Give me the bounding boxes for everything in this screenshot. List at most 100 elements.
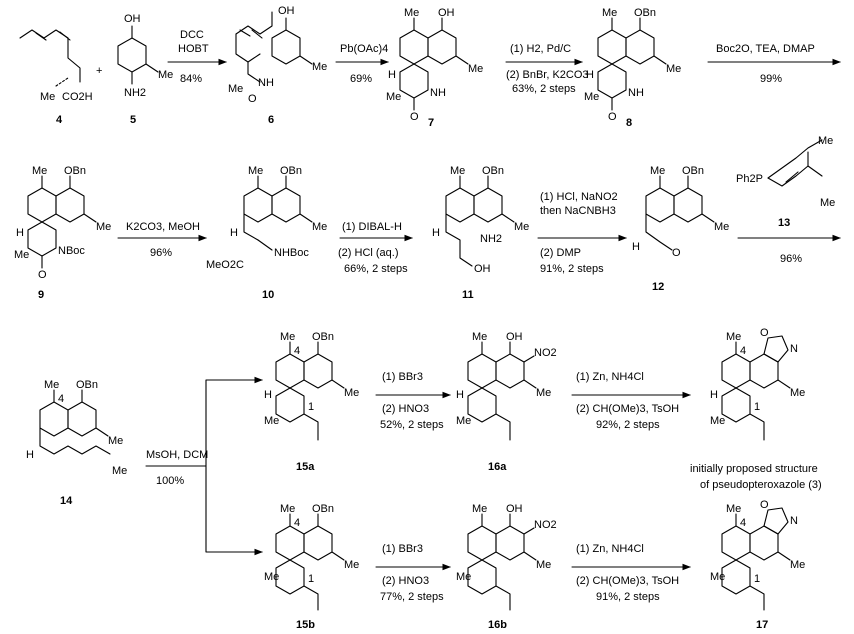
c4-label: 4	[294, 517, 300, 529]
me-label: Me	[710, 415, 725, 427]
nh-label: NH	[430, 87, 446, 99]
step-reagent: HOBT	[178, 43, 209, 55]
me-label: Me	[404, 7, 419, 19]
step-yield: 100%	[156, 475, 184, 487]
step-reagent: (1) BBr3	[382, 371, 423, 383]
step-yield: 77%, 2 steps	[380, 591, 444, 603]
step-reagent: (2) CH(OMe)3, TsOH	[576, 575, 679, 587]
c1-label: 1	[754, 573, 760, 585]
me-label: Me	[264, 571, 279, 583]
compound-label-12: 12	[652, 281, 664, 293]
c4-label: 4	[58, 393, 64, 405]
me-label: Me	[248, 165, 263, 177]
step-reagent: (2) CH(OMe)3, TsOH	[576, 403, 679, 415]
compound-17-structure	[721, 507, 791, 611]
compound-label-16b: 16b	[488, 619, 507, 631]
step-reagent: (2) HNO3	[382, 403, 429, 415]
meo2c-label: MeO2C	[206, 259, 244, 271]
step-reagent: then NaCNBH3	[540, 205, 616, 217]
me-label: Me	[536, 387, 551, 399]
h-label: H	[16, 227, 24, 239]
me-label: Me	[468, 63, 483, 75]
compound-label-17: 17	[756, 619, 768, 631]
me-label: Me	[584, 91, 599, 103]
compound-label-10: 10	[262, 289, 274, 301]
h-label: H	[456, 389, 464, 401]
compound-label-7: 7	[428, 117, 434, 129]
me-label: Me	[450, 165, 465, 177]
step-reagent: (1) HCl, NaNO2	[540, 191, 618, 203]
h-label: H	[230, 227, 238, 239]
step-reagent: K2CO3, MeOH	[126, 221, 200, 233]
step-yield: 91%, 2 steps	[540, 263, 604, 275]
oh-label: OH	[474, 263, 491, 275]
compound-15b-structure	[275, 513, 345, 611]
no2-label: NO2	[534, 347, 557, 359]
o-label: O	[672, 247, 681, 259]
obn-label: OBn	[64, 165, 86, 177]
step-yield: 96%	[780, 253, 802, 265]
me-label: Me	[40, 91, 55, 103]
h-label: H	[586, 69, 594, 81]
compound-label-5: 5	[130, 114, 136, 126]
h-label: H	[632, 241, 640, 253]
step-yield: 66%, 2 steps	[344, 263, 408, 275]
c1-label: 1	[308, 573, 314, 585]
step-reagent: (2) BnBr, K2CO3	[506, 69, 589, 81]
oh-label: OH	[438, 7, 455, 19]
o-label: O	[608, 111, 617, 123]
compound-label-13: 13	[778, 217, 790, 229]
me-label: Me	[710, 571, 725, 583]
nboc-label: NBoc	[58, 245, 85, 257]
me-label: Me	[108, 435, 123, 447]
o-label: O	[38, 269, 47, 281]
step-yield: 84%	[180, 73, 202, 85]
compound-6-structure	[235, 11, 313, 83]
me-label: Me	[666, 63, 681, 75]
nh2-label: NH2	[124, 87, 146, 99]
me-label: Me	[726, 331, 741, 343]
compound-label-15a: 15a	[296, 461, 315, 473]
compound-label-8: 8	[626, 117, 632, 129]
me-label: Me	[32, 165, 47, 177]
me-label: Me	[472, 331, 487, 343]
me-label: Me	[228, 83, 243, 95]
nhboc-label: NHBoc	[274, 247, 309, 259]
obn-label: OBn	[312, 331, 334, 343]
compound-3-structure	[721, 335, 791, 441]
me-label: Me	[790, 559, 805, 571]
proposed-structure-note: initially proposed structure	[690, 463, 818, 475]
branch-arrow-b	[205, 465, 264, 556]
ph2p-label: Ph2P	[736, 173, 763, 185]
c4-label: 4	[740, 345, 746, 357]
step-yield: 99%	[760, 73, 782, 85]
obn-label: OBn	[312, 503, 334, 515]
compound-16a-structure	[467, 341, 537, 441]
o-label: O	[410, 111, 419, 123]
obn-label: OBn	[482, 165, 504, 177]
step-yield: 92%, 2 steps	[596, 419, 660, 431]
step-yield: 96%	[150, 247, 172, 259]
compound-label-16a: 16a	[488, 461, 507, 473]
me-label: Me	[456, 415, 471, 427]
me-label: Me	[280, 331, 295, 343]
compound-label-4: 4	[56, 114, 63, 126]
compound-10-structure	[243, 175, 313, 251]
step-reagent: (1) Zn, NH4Cl	[576, 371, 644, 383]
compound-9-structure	[27, 175, 97, 269]
c4-label: 4	[740, 517, 746, 529]
compound-16b-structure	[467, 513, 537, 611]
me-label: Me	[280, 503, 295, 515]
me-label: Me	[312, 61, 327, 73]
compound-15a-structure	[275, 341, 345, 441]
h-label: H	[388, 69, 396, 81]
me-label: Me	[344, 387, 359, 399]
step-reagent: (1) BBr3	[382, 543, 423, 555]
me-label: Me	[112, 465, 127, 477]
step-reagent: (2) HCl (aq.)	[338, 247, 399, 259]
step-reagent: DCC	[180, 29, 204, 41]
me-label: Me	[44, 379, 59, 391]
me-label: Me	[536, 559, 551, 571]
step-yield: 52%, 2 steps	[380, 419, 444, 431]
step-reagent: Boc2O, TEA, DMAP	[716, 43, 815, 55]
